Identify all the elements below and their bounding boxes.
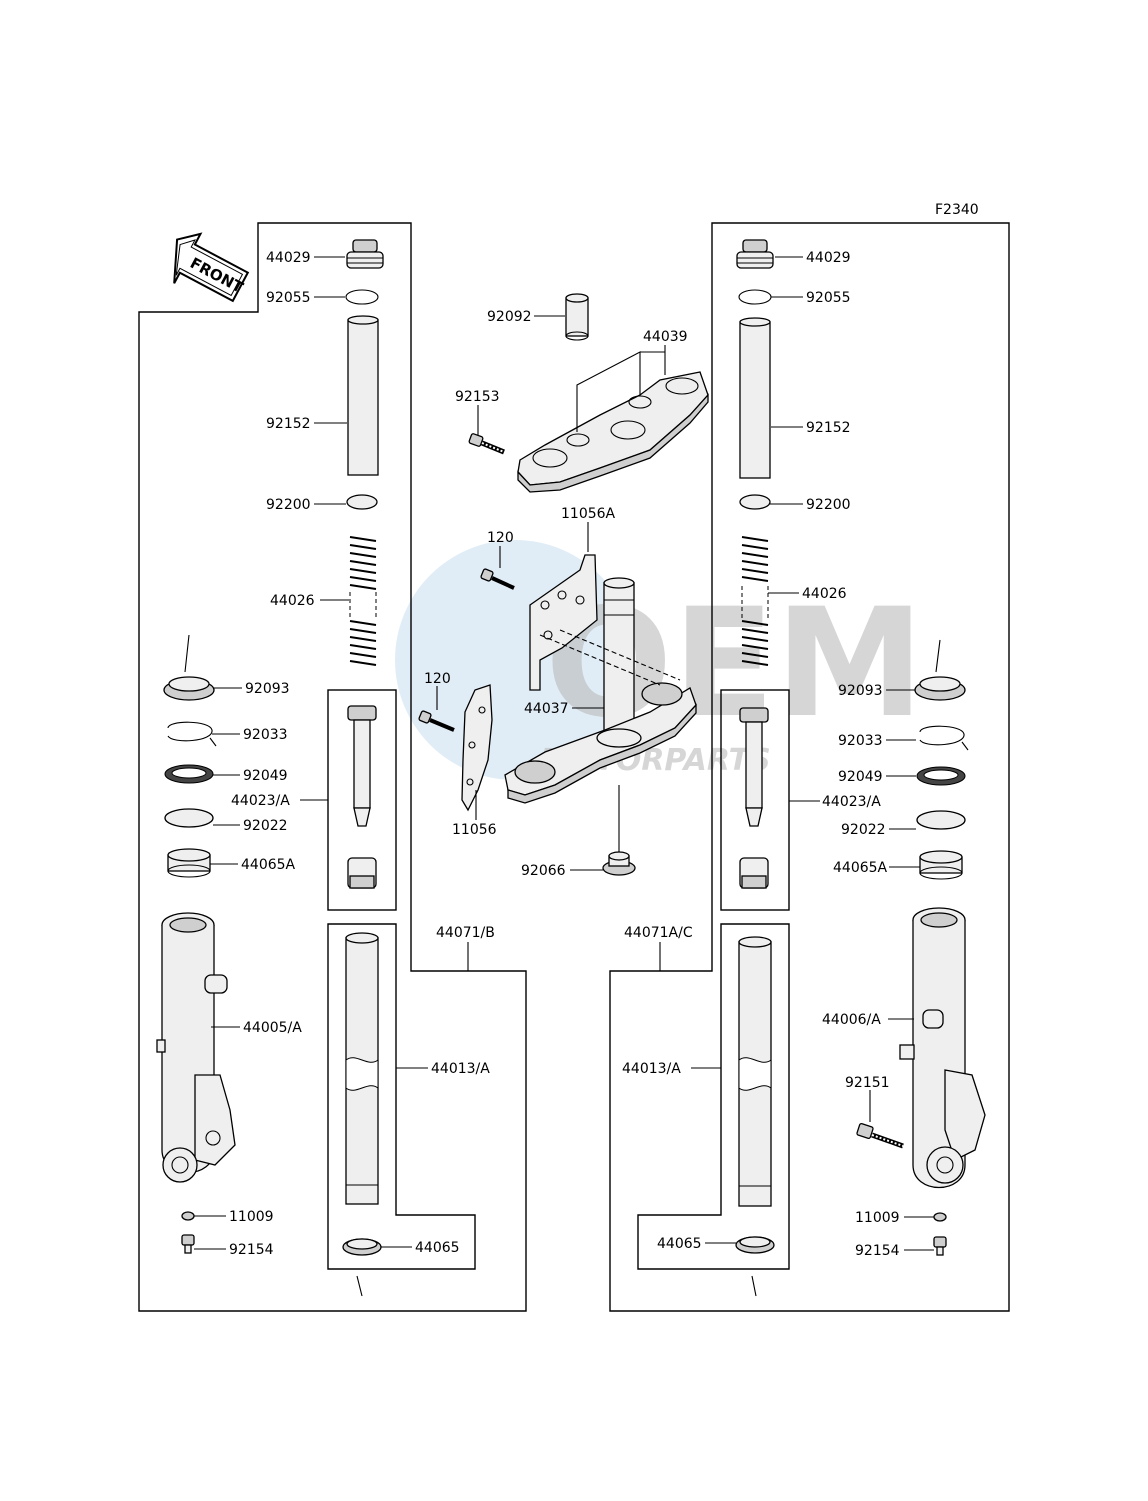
right-washer — [739, 494, 771, 510]
left-outer-fork-leg — [156, 912, 236, 1183]
right-outer-fork-leg — [899, 907, 986, 1188]
label-120-lower: 120 — [424, 671, 451, 687]
label-left-44005A: 44005/A — [243, 1020, 302, 1036]
label-92066: 92066 — [521, 863, 566, 879]
upper-mounting-bracket — [529, 554, 598, 691]
right-axle-clamp-bolt — [856, 1123, 904, 1149]
label-right-92093: 92093 — [838, 683, 883, 699]
label-right-44026: 44026 — [802, 586, 847, 602]
bracket-bolt-lower — [418, 710, 455, 732]
bracket-bolt-upper — [480, 568, 515, 590]
label-right-92033: 92033 — [838, 733, 883, 749]
label-92153: 92153 — [455, 389, 500, 405]
left-circlip — [167, 721, 217, 747]
upper-triple-clamp — [517, 371, 709, 493]
left-fork-cap — [346, 239, 384, 269]
label-right-92055: 92055 — [806, 290, 851, 306]
label-left-11009: 11009 — [229, 1209, 274, 1225]
left-fork-spring — [349, 536, 377, 666]
leader-lines — [194, 256, 934, 1251]
right-fork-cap — [736, 239, 774, 269]
right-inner-fork-pipe — [738, 936, 772, 1207]
left-slide-bushing — [342, 1238, 382, 1297]
steering-stem-lower-clamp — [504, 577, 697, 804]
left-oil-seal — [164, 764, 214, 784]
left-o-ring — [345, 289, 379, 305]
label-left-92033: 92033 — [243, 727, 288, 743]
label-right-92154: 92154 — [855, 1243, 900, 1259]
label-44039: 44039 — [643, 329, 688, 345]
right-seal-washer — [916, 810, 966, 830]
label-left-44013A: 44013/A — [431, 1061, 490, 1077]
label-left-92152: 92152 — [266, 416, 311, 432]
label-120-upper: 120 — [487, 530, 514, 546]
label-44037: 44037 — [524, 701, 569, 717]
right-o-ring — [738, 289, 772, 305]
label-right-11009: 11009 — [855, 1210, 900, 1226]
label-right-92151: 92151 — [845, 1075, 890, 1091]
steering-collar — [565, 293, 589, 341]
label-left-92055: 92055 — [266, 290, 311, 306]
left-washer — [346, 494, 378, 510]
watermark-brand: OEM — [545, 577, 924, 751]
label-right-92200: 92200 — [806, 497, 851, 513]
label-right-92152: 92152 — [806, 420, 851, 436]
left-inner-fork-pipe — [345, 932, 379, 1205]
left-collar-tube — [347, 315, 379, 476]
left-dust-seal — [163, 634, 215, 701]
label-right-92022: 92022 — [841, 822, 886, 838]
right-drain-washer — [933, 1212, 947, 1222]
left-drain-washer — [181, 1211, 195, 1221]
left-fork-frame — [138, 222, 527, 1312]
label-right-44013A: 44013/A — [622, 1061, 681, 1077]
label-left-92022: 92022 — [243, 818, 288, 834]
right-fork-spring — [741, 536, 769, 666]
right-circlip — [919, 725, 969, 751]
label-left-92049: 92049 — [243, 768, 288, 784]
left-damper-rod — [347, 705, 377, 889]
right-damper-rod — [739, 707, 769, 889]
figure-code: F2340 — [935, 202, 979, 218]
right-collar-tube — [739, 317, 771, 479]
right-drain-bolt — [933, 1236, 947, 1256]
label-right-44065A: 44065A — [833, 860, 888, 876]
label-left-92200: 92200 — [266, 497, 311, 513]
label-left-92154: 92154 — [229, 1242, 274, 1258]
lower-mounting-bracket — [461, 684, 493, 812]
right-outer-tube-box — [637, 923, 790, 1270]
left-guide-bushing — [167, 848, 211, 878]
label-left-44071B: 44071/B — [436, 925, 495, 941]
front-direction-arrow: FRONT — [173, 232, 250, 303]
label-left-44065A: 44065A — [241, 857, 296, 873]
right-fork-frame — [609, 222, 1010, 1312]
right-guide-bushing — [919, 850, 963, 880]
left-seal-washer — [164, 808, 214, 828]
label-right-44071AC: 44071A/C — [624, 925, 693, 941]
label-right-44006A: 44006/A — [822, 1012, 881, 1028]
label-92092: 92092 — [487, 309, 532, 325]
label-11056A: 11056A — [561, 506, 616, 522]
left-drain-bolt — [181, 1234, 195, 1254]
label-left-44029: 44029 — [266, 250, 311, 266]
part-labels: 44029 92055 92152 92200 44026 92093 9203… — [229, 250, 900, 1259]
right-parts — [735, 239, 986, 1297]
left-outer-tube-box — [327, 923, 476, 1270]
label-left-92093: 92093 — [245, 681, 290, 697]
label-right-44023A: 44023/A — [822, 794, 881, 810]
label-right-44029: 44029 — [806, 250, 851, 266]
label-left-44023A: 44023/A — [231, 793, 290, 809]
label-11056: 11056 — [452, 822, 497, 838]
right-oil-seal — [916, 766, 966, 786]
right-slide-bushing — [735, 1236, 775, 1297]
label-right-92049: 92049 — [838, 769, 883, 785]
right-inner-tube-box — [720, 689, 790, 911]
label-left-44065: 44065 — [415, 1240, 460, 1256]
upper-clamp-bolt — [468, 433, 505, 455]
center-parts — [418, 293, 709, 876]
stem-bearing-seal — [602, 785, 636, 876]
label-right-44065: 44065 — [657, 1236, 702, 1252]
left-parts — [156, 239, 384, 1297]
label-left-44026: 44026 — [270, 593, 315, 609]
